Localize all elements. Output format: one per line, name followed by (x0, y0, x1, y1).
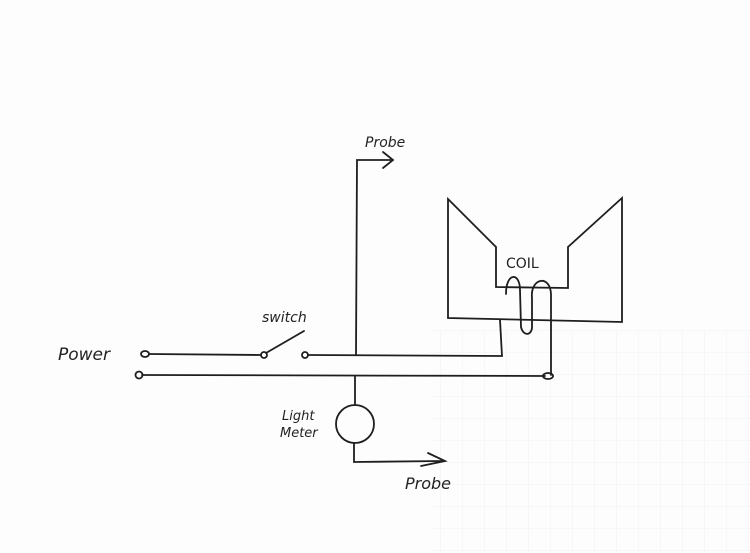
light-meter-label-2: Meter (280, 426, 319, 441)
probe-top-arrow-icon (382, 151, 395, 169)
wire-power-to-switch (148, 353, 262, 356)
wire-switch-to-magnet (307, 319, 503, 357)
wire-bottom (141, 374, 546, 377)
probe-top-label: Probe (365, 135, 405, 151)
probe-bottom-lead (353, 443, 445, 463)
probe-top-lead (355, 159, 393, 356)
power-terminal-top (140, 350, 150, 358)
light-meter-symbol (335, 404, 375, 444)
coil-winding (505, 276, 552, 376)
coil-label: COIL (506, 256, 539, 272)
switch-terminal-left (260, 351, 268, 359)
coil-terminal (542, 372, 554, 380)
graph-paper-grid (430, 330, 750, 553)
switch-arm (265, 330, 305, 354)
light-meter-label-1: Light (282, 409, 315, 424)
probe-bottom-arrow-icon (420, 452, 448, 467)
power-label: Power (58, 345, 111, 365)
magnet-core (447, 195, 623, 323)
probe-bottom-label: Probe (405, 474, 451, 493)
switch-label: switch (262, 310, 307, 326)
